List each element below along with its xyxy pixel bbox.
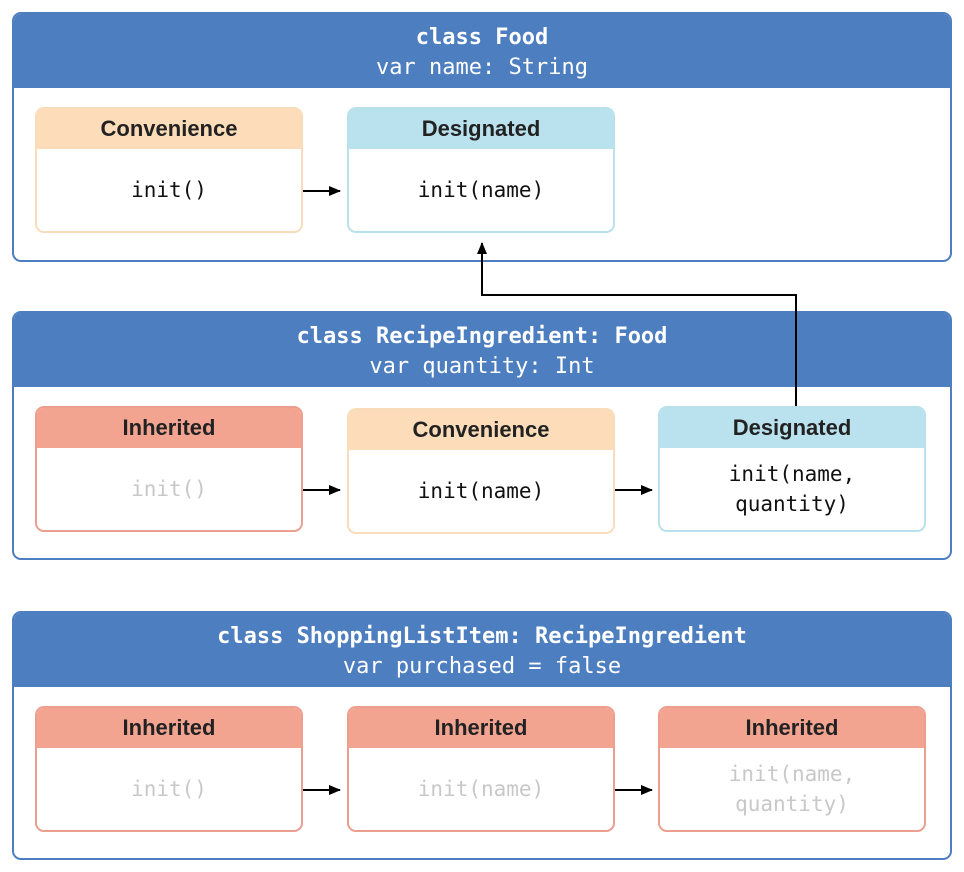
initializer-line: quantity) [735, 492, 849, 516]
box-kind-label: Convenience [349, 410, 613, 450]
initializer-signature: init(name) [417, 479, 545, 503]
box-kind-label: Inherited [349, 708, 613, 748]
shopping-inherited-init-box: Inherited init() [35, 706, 303, 832]
recipe-designated-init-box: Designated init(name, quantity) [658, 406, 926, 532]
class-title: class ShoppingListItem: RecipeIngredient [217, 624, 747, 649]
recipe-convenience-init-box: Convenience init(name) [347, 408, 615, 534]
food-convenience-init-box: Convenience init() [35, 107, 303, 233]
initializer-signature: init() [131, 777, 207, 801]
class-header: class Food var name: String [14, 14, 950, 88]
box-kind-label: Designated [660, 408, 924, 448]
class-property: var quantity: Int [369, 354, 595, 379]
recipe-inherited-init-box: Inherited init() [35, 406, 303, 532]
box-kind-label: Inherited [37, 708, 301, 748]
food-designated-init-box: Designated init(name) [347, 107, 615, 233]
initializer-signature: init(name, quantity) [660, 748, 924, 830]
initializer-line: init(name, [728, 462, 856, 486]
shopping-inherited-init-name-box: Inherited init(name) [347, 706, 615, 832]
box-kind-label: Designated [349, 109, 613, 149]
class-title: class Food [415, 25, 549, 50]
box-kind-label: Inherited [37, 408, 301, 448]
initializer-signature: init(name) [417, 777, 545, 801]
initializer-line: init(name, [728, 762, 856, 786]
box-kind-label: Inherited [660, 708, 924, 748]
class-property: var name: String [376, 55, 588, 80]
initializer-signature: init(name) [417, 178, 545, 202]
initializer-line: quantity) [735, 792, 849, 816]
class-title: class RecipeIngredient: Food [296, 324, 668, 349]
box-kind-label: Convenience [37, 109, 301, 149]
class-property: var purchased = false [342, 654, 622, 679]
shopping-inherited-init-name-quantity-box: Inherited init(name, quantity) [658, 706, 926, 832]
superclass-delegation-arrow [477, 242, 797, 406]
class-header: class ShoppingListItem: RecipeIngredient… [14, 613, 950, 687]
initializer-signature: init() [131, 477, 207, 501]
class-header: class RecipeIngredient: Food var quantit… [14, 313, 950, 387]
initializer-signature: init(name, quantity) [660, 448, 924, 530]
initializer-signature: init() [131, 178, 207, 202]
